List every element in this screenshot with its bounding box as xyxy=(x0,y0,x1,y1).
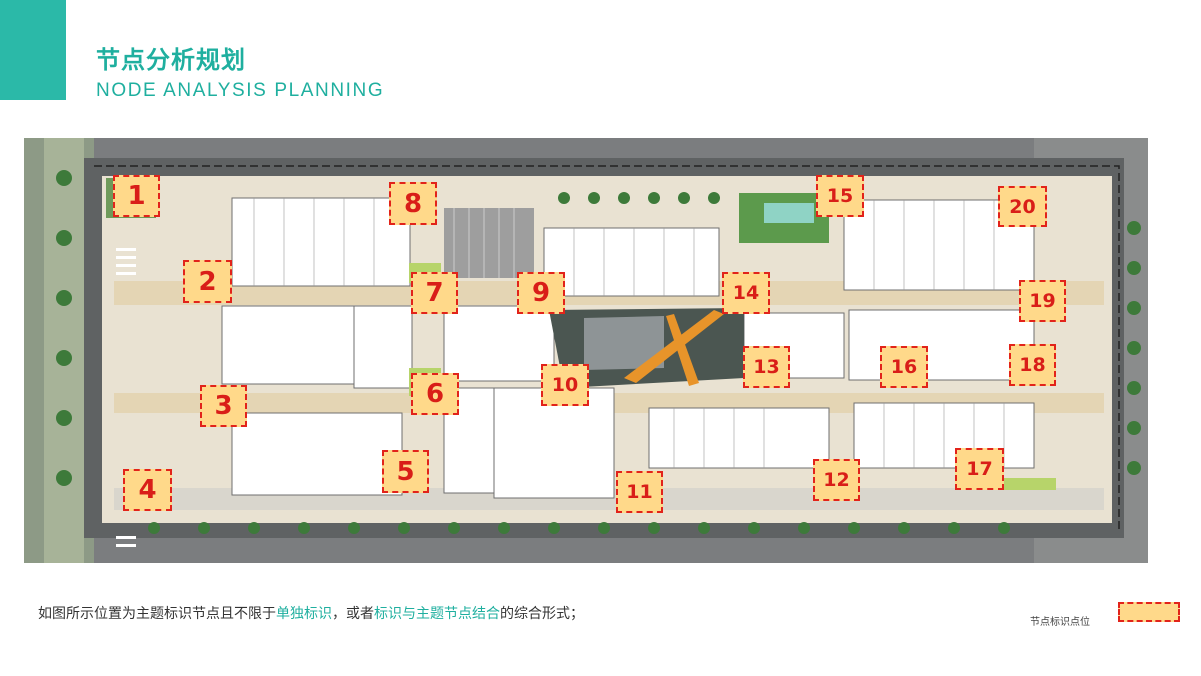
node-marker-15: 15 xyxy=(816,175,864,217)
node-marker-19: 19 xyxy=(1019,280,1066,322)
caption-highlight-1: 单独标识 xyxy=(276,606,332,622)
node-marker-2: 2 xyxy=(183,260,232,303)
node-marker-8: 8 xyxy=(389,182,437,225)
node-marker-12: 12 xyxy=(813,459,860,501)
page-subtitle: NODE ANALYSIS PLANNING xyxy=(96,80,385,101)
node-marker-1: 1 xyxy=(113,175,160,217)
node-marker-3: 3 xyxy=(200,385,247,427)
node-marker-16: 16 xyxy=(880,346,928,388)
legend-swatch xyxy=(1118,602,1180,622)
node-marker-5: 5 xyxy=(382,450,429,493)
node-marker-6: 6 xyxy=(411,373,459,415)
caption-part-2: ，或者 xyxy=(332,606,374,622)
caption-part-3: 的综合形式； xyxy=(500,606,584,622)
node-marker-18: 18 xyxy=(1009,344,1056,386)
node-marker-10: 10 xyxy=(541,364,589,406)
caption-highlight-2: 标识与主题节点结合 xyxy=(374,606,500,622)
page-title: 节点分析规划 xyxy=(96,46,246,74)
node-marker-14: 14 xyxy=(722,272,770,314)
node-marker-20: 20 xyxy=(998,186,1047,227)
caption-text: 如图所示位置为主题标识节点且不限于单独标识，或者标识与主题节点结合的综合形式； xyxy=(38,603,584,623)
site-plan-drawing xyxy=(24,138,1148,563)
node-marker-9: 9 xyxy=(517,272,565,314)
node-marker-4: 4 xyxy=(123,469,172,511)
node-marker-13: 13 xyxy=(743,346,790,388)
accent-bar xyxy=(0,0,66,100)
node-marker-7: 7 xyxy=(411,272,458,314)
site-plan-map: 1 2 3 4 5 6 7 8 9 10 11 12 13 14 15 16 1… xyxy=(24,138,1148,563)
node-marker-11: 11 xyxy=(616,471,663,513)
caption-part-1: 如图所示位置为主题标识节点且不限于 xyxy=(38,606,276,622)
node-marker-17: 17 xyxy=(955,448,1004,490)
legend-label: 节点标识点位 xyxy=(1030,617,1090,628)
